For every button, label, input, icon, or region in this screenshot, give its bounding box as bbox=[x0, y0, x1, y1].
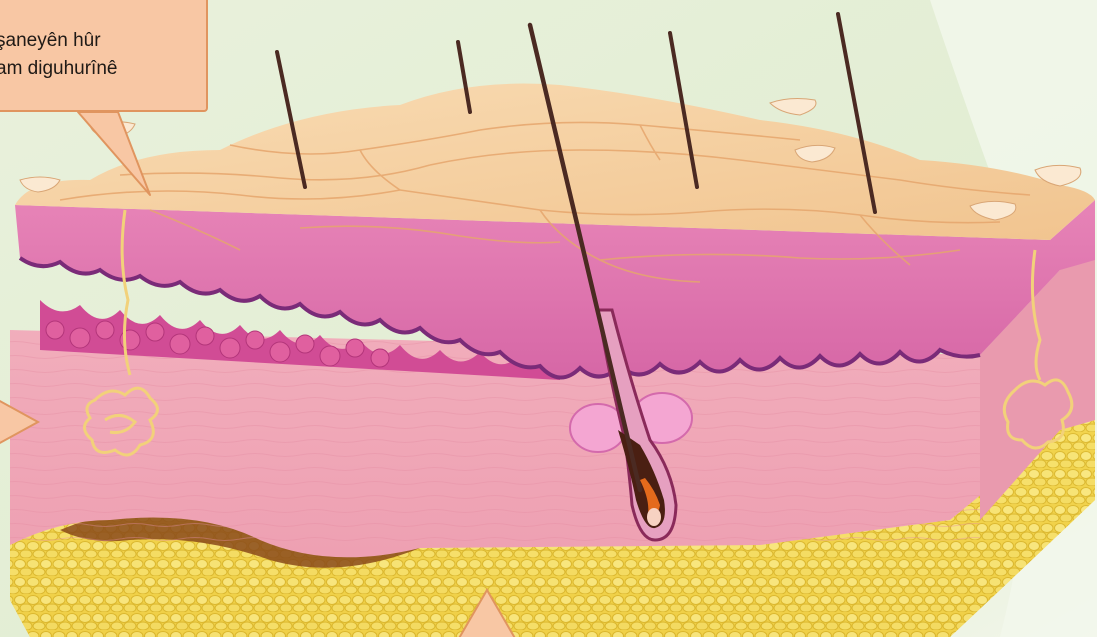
callout-text-line-1: şaneyên hûr bbox=[0, 30, 101, 52]
callout-label-box: şaneyên hûr am diguhurînê bbox=[0, 0, 208, 112]
callout-text-line-2: am diguhurînê bbox=[0, 58, 117, 80]
